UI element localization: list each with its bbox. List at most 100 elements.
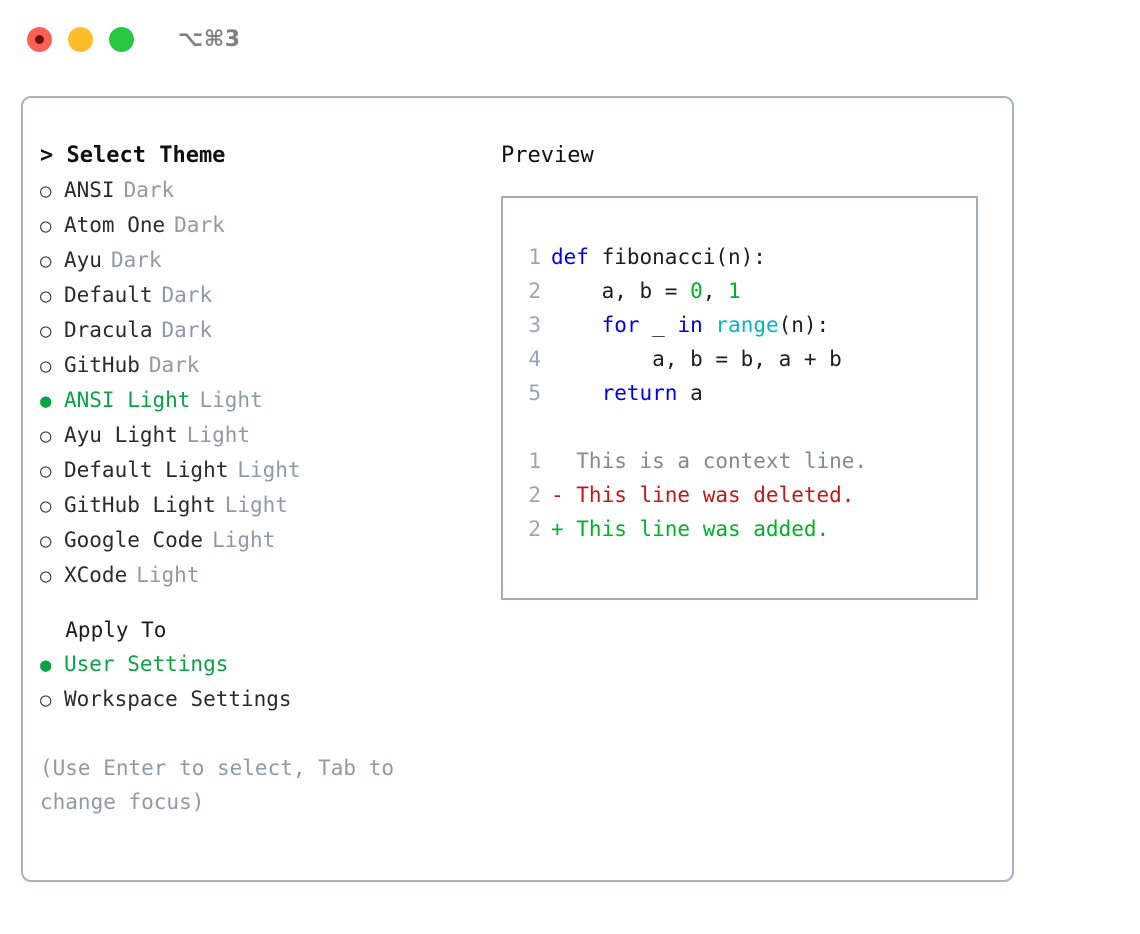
line-number: 1 bbox=[528, 449, 541, 473]
radio-unselected-icon: ○ bbox=[40, 355, 52, 377]
apply-to-option-label: User Settings bbox=[64, 652, 229, 676]
theme-option[interactable]: ○ Ayu Light Light bbox=[40, 418, 491, 453]
radio-selected-icon: ● bbox=[40, 390, 52, 412]
code-token: in bbox=[677, 313, 703, 337]
theme-variant-label: Light bbox=[224, 493, 288, 517]
code-token: 1 bbox=[728, 279, 741, 303]
radio-unselected-icon: ○ bbox=[40, 425, 52, 447]
line-number: 2 bbox=[528, 279, 541, 303]
radio-unselected-icon: ○ bbox=[40, 250, 52, 272]
diff-text: - This line was deleted. bbox=[551, 483, 855, 507]
theme-option-label: ANSI Light bbox=[64, 388, 191, 412]
diff-line: 1 This is a context line. bbox=[503, 444, 976, 478]
theme-variant-label: Light bbox=[136, 563, 200, 587]
theme-variant-label: Dark bbox=[161, 283, 213, 307]
code-token bbox=[551, 381, 602, 405]
radio-unselected-icon: ○ bbox=[40, 530, 52, 552]
code-token: return bbox=[601, 381, 678, 405]
code-text: return a bbox=[551, 376, 703, 410]
radio-unselected-icon: ○ bbox=[40, 215, 52, 237]
theme-option[interactable]: ○ XCode Light bbox=[40, 558, 491, 593]
keyboard-shortcut-label: ⌥⌘3 bbox=[178, 26, 241, 52]
code-text: for _ in range(n): bbox=[551, 308, 830, 342]
radio-unselected-icon: ○ bbox=[40, 320, 52, 342]
radio-unselected-icon: ○ bbox=[40, 460, 52, 482]
theme-option-label: Atom One bbox=[64, 213, 166, 237]
theme-variant-label: Dark bbox=[123, 178, 175, 202]
theme-option-label: Ayu bbox=[64, 248, 102, 272]
apply-to-option[interactable]: ●User Settings bbox=[40, 647, 491, 682]
theme-option-label: ANSI bbox=[64, 178, 115, 202]
code-line: 1 def fibonacci(n): bbox=[503, 240, 976, 274]
code-token: _ bbox=[639, 313, 678, 337]
code-token: a, b = b, a + b bbox=[551, 347, 842, 371]
code-token: for bbox=[601, 313, 640, 337]
keyboard-hint-text: (Use Enter to select, Tab to change focu… bbox=[40, 756, 407, 814]
radio-unselected-icon: ○ bbox=[40, 565, 52, 587]
diff-text: + This line was added. bbox=[551, 517, 830, 541]
code-text: a, b = b, a + b bbox=[551, 342, 842, 376]
theme-option-label: Default Light bbox=[64, 458, 229, 482]
maximize-button-icon[interactable] bbox=[109, 26, 134, 52]
theme-option-label: GitHub bbox=[64, 353, 140, 377]
theme-option[interactable]: ○ GitHub Light Light bbox=[40, 488, 491, 523]
theme-option[interactable]: ○ Default Light Light bbox=[40, 453, 491, 488]
line-number: 4 bbox=[528, 347, 541, 371]
theme-option-label: Google Code bbox=[64, 528, 204, 552]
theme-variant-label: Dark bbox=[148, 353, 200, 377]
line-number: 2 bbox=[528, 483, 541, 507]
diff-line: 2 - This line was deleted. bbox=[503, 478, 976, 512]
radio-unselected-icon: ○ bbox=[40, 180, 52, 202]
code-token: 0 bbox=[690, 279, 703, 303]
section-spacer bbox=[40, 593, 491, 613]
apply-to-option-label: Workspace Settings bbox=[64, 687, 292, 711]
diff-sample: 1 This is a context line. 2 - This line wa… bbox=[503, 444, 976, 546]
apply-to-heading: Apply To bbox=[40, 618, 167, 642]
theme-variant-label: Light bbox=[212, 528, 276, 552]
line-number: 5 bbox=[528, 381, 541, 405]
code-token: a bbox=[677, 381, 703, 405]
code-token: range bbox=[715, 313, 779, 337]
theme-option[interactable]: ○ GitHub Dark bbox=[40, 348, 491, 383]
apply-to-list: ●User Settings○Workspace Settings bbox=[40, 647, 491, 717]
radio-unselected-icon: ○ bbox=[40, 495, 52, 517]
line-number: 2 bbox=[528, 517, 541, 541]
apply-to-option[interactable]: ○Workspace Settings bbox=[40, 682, 491, 717]
theme-option[interactable]: ○ Google Code Light bbox=[40, 523, 491, 558]
theme-option-label: GitHub Light bbox=[64, 493, 216, 517]
code-text: def fibonacci(n): bbox=[551, 240, 766, 274]
close-button-icon[interactable] bbox=[27, 26, 52, 52]
theme-option[interactable]: ○ ANSI Dark bbox=[40, 173, 491, 208]
code-line: 5 return a bbox=[503, 376, 976, 410]
diff-text: This is a context line. bbox=[551, 449, 868, 473]
theme-option-label: XCode bbox=[64, 563, 128, 587]
code-token: fibonacci(n): bbox=[588, 245, 766, 269]
code-line: 3 for _ in range(n): bbox=[503, 308, 976, 342]
diff-line: 2 + This line was added. bbox=[503, 512, 976, 546]
theme-option-label: Dracula bbox=[64, 318, 153, 342]
code-line: 2 a, b = 0, 1 bbox=[503, 274, 976, 308]
code-token bbox=[703, 313, 716, 337]
code-token: a, b = bbox=[551, 279, 691, 303]
minimize-button-icon[interactable] bbox=[68, 26, 93, 52]
hint-spacer bbox=[40, 717, 491, 751]
code-token: def bbox=[551, 245, 589, 269]
theme-variant-label: Light bbox=[186, 423, 251, 447]
code-line: 4 a, b = b, a + b bbox=[503, 342, 976, 376]
code-token: , bbox=[702, 279, 729, 303]
theme-variant-label: Light bbox=[237, 458, 301, 482]
line-number: 1 bbox=[528, 245, 541, 269]
theme-option-label: Ayu Light bbox=[64, 423, 178, 447]
theme-option-label: Default bbox=[64, 283, 153, 307]
